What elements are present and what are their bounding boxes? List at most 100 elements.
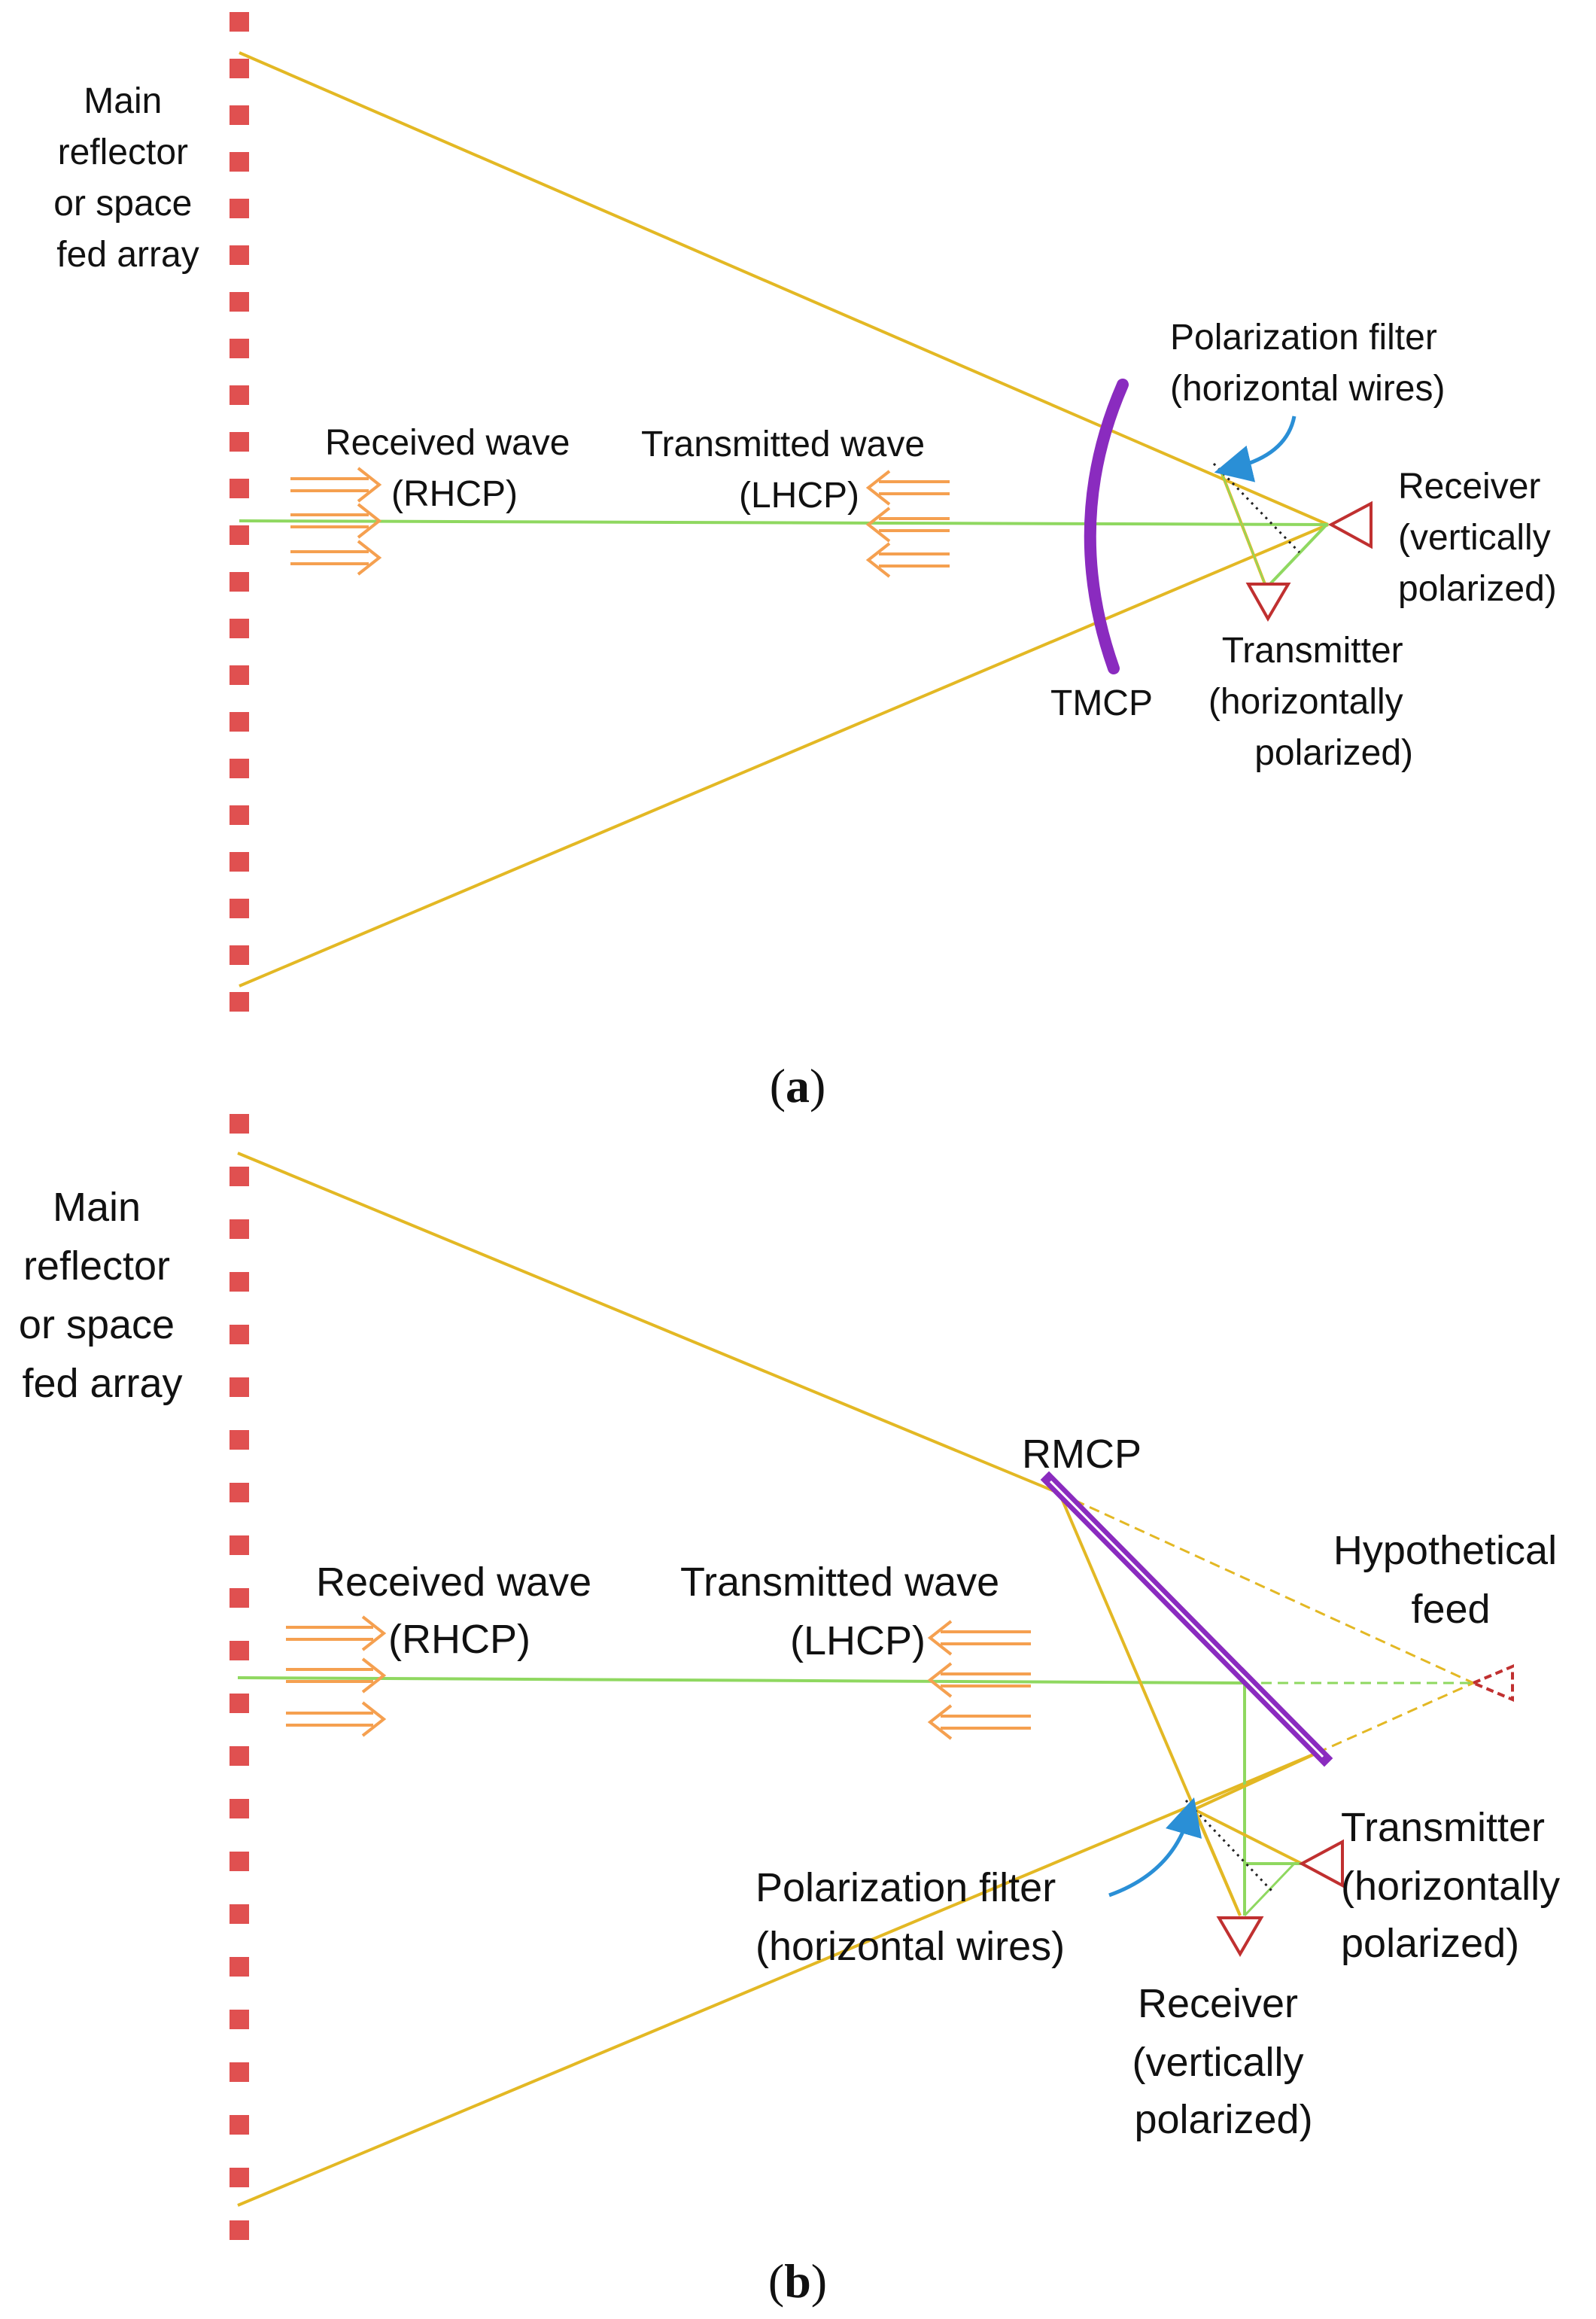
transmitter-label-a: Transmitter (horizontally polarized) [1208,631,1413,773]
reflector-b-segment-3 [230,1272,249,1292]
transmitted-arrow-b-0 [927,1620,1031,1656]
reflector-b-segment-15 [230,1904,249,1924]
received-arrow-b-2 [286,1701,387,1737]
reflector-a-segment-3 [230,152,249,172]
reflector-a-segment-4 [230,199,249,218]
reflector-a-segment-0 [230,12,249,32]
polarization-filter-b [1184,1799,1273,1892]
reflector-a-segment-5 [230,245,249,265]
reflector-a-segment-17 [230,805,249,825]
virtual-ray-bottom-b [1316,1681,1474,1754]
reflector-b-segment-13 [230,1799,249,1818]
reflector-a-segment-9 [230,432,249,452]
reflector-a-segment-7 [230,339,249,358]
diagram-b: Main reflector or space fed array RMCP H… [19,1114,1571,2308]
received-arrow-a-0 [290,467,382,503]
filter-ray-2-a [1265,523,1328,589]
transmitter-label-b: Transmitter (horizontally polarized) [1341,1805,1571,1966]
ray-bottom-b [237,1751,1318,2207]
received-wave-arrows-a [290,467,382,576]
reflector-a-segment-6 [230,292,249,312]
caption-b: (b) [768,2254,827,2308]
filter-ray-3-a [1221,471,1267,589]
main-reflector-a [230,12,249,1012]
reflector-a-segment-14 [230,665,249,685]
reflector-a-segment-16 [230,759,249,778]
reflected-ray-bottom-b [1193,1751,1318,1811]
reflector-a-segment-15 [230,712,249,732]
reflector-a-segment-18 [230,852,249,872]
received-wave-label-a: Received wave (RHCP) [325,423,580,514]
filter-pointer-arrow-a [1214,415,1297,482]
tmcp-plate [1084,379,1129,674]
transmitter-icon-b [1298,1839,1344,1888]
polarization-filter-label-b: Polarization filter (horizontal wires) [755,1865,1067,1969]
hypothetical-feed-label: Hypothetical feed [1333,1528,1568,1632]
reflector-b-segment-21 [230,2220,249,2240]
ray-bottom-a [239,523,1329,988]
reflector-b-segment-0 [230,1114,249,1134]
reflector-a-segment-10 [230,479,249,498]
received-arrow-a-2 [290,540,382,576]
reflector-b-segment-12 [230,1746,249,1766]
reflector-a-segment-1 [230,59,249,78]
reflector-b-segment-14 [230,1852,249,1871]
rmcp-plate-inner [1049,1480,1324,1758]
transmitted-arrow-a-1 [865,507,950,543]
filter-pointer-arrow-b [1108,1797,1202,1898]
reflector-b-segment-8 [230,1535,249,1555]
reflector-b-segment-9 [230,1588,249,1608]
main-reflector-label-b: Main reflector or space fed array [19,1185,186,1406]
transmitted-arrow-a-0 [865,470,950,506]
reflector-a-segment-21 [230,992,249,1012]
reflector-a-segment-19 [230,899,249,918]
reflector-b-segment-16 [230,1957,249,1977]
receiver-label-b: Receiver (vertically polarized) [1132,1981,1315,2142]
receiver-label-a: Receiver (vertically polarized) [1398,467,1561,609]
reflector-a-segment-2 [230,105,249,125]
reflector-b-segment-6 [230,1430,249,1450]
transmitter-icon-a [1245,583,1291,622]
received-arrow-b-1 [286,1657,387,1694]
reflector-a-segment-11 [230,525,249,545]
transmitted-wave-arrows-b [927,1620,1031,1740]
received-wave-arrows-b [286,1615,387,1737]
diagram-a: Main reflector or space fed array Receiv… [53,12,1561,1112]
reflector-b-segment-11 [230,1694,249,1713]
reflector-b-segment-17 [230,2010,249,2029]
rmcp-label: RMCP [1022,1432,1142,1477]
reflector-b-segment-5 [230,1377,249,1397]
main-reflector-label-a: Main reflector or space fed array [53,81,202,275]
receiver-icon-a [1327,501,1373,549]
ray-top-a [239,51,1329,526]
reflector-a-segment-13 [230,619,249,638]
filter-ray-2-b [1193,1808,1303,1865]
polarization-filter-label-a: Polarization filter (horizontal wires) [1170,318,1447,409]
transmitted-arrow-b-1 [927,1662,1031,1698]
received-arrow-a-1 [290,503,382,539]
reflector-a-segment-12 [230,572,249,592]
reflector-a-segment-8 [230,385,249,405]
ray-top-b [237,1152,1060,1495]
reflector-b-segment-1 [230,1167,249,1186]
reflector-b-segment-10 [230,1641,249,1660]
reflector-b-segment-18 [230,2062,249,2082]
received-wave-label-b: Received wave (RHCP) [316,1560,603,1662]
filter-ray-1-b [1193,1809,1242,1916]
hypothetical-feed-icon [1469,1663,1514,1703]
reflector-a-segment-20 [230,945,249,965]
main-reflector-b [230,1114,249,2240]
transmitted-arrow-a-2 [865,542,950,578]
reflector-b-segment-19 [230,2115,249,2135]
transmitted-arrow-b-2 [927,1704,1031,1740]
transmitted-wave-arrows-a [865,470,950,578]
transmitted-wave-label-a: Transmitted wave (LHCP) [641,425,935,516]
reflector-b-segment-7 [230,1483,249,1502]
transmitted-wave-label-b: Transmitted wave (LHCP) [680,1560,1011,1663]
tmcp-label: TMCP [1050,683,1153,723]
received-arrow-b-0 [286,1615,387,1651]
reflector-b-segment-20 [230,2168,249,2187]
reflector-b-segment-4 [230,1325,249,1344]
axis-line-a [239,519,1329,526]
caption-a: (a) [770,1059,826,1112]
